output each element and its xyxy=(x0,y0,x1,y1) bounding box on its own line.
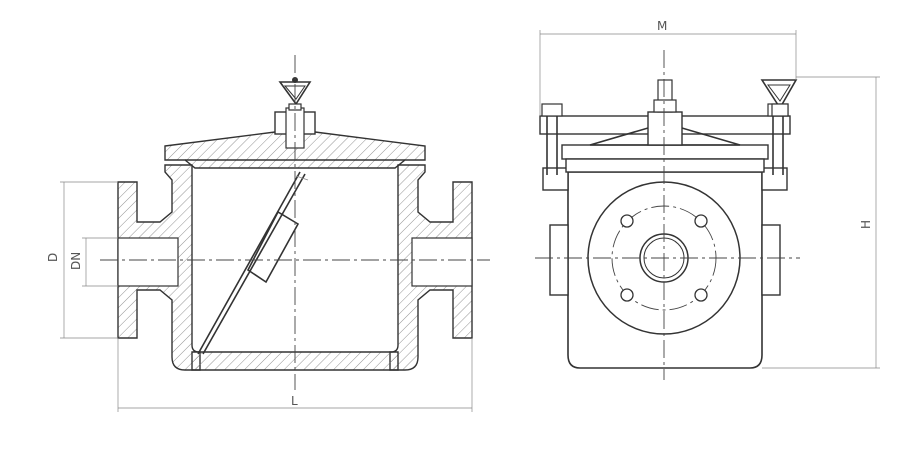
label-D: D xyxy=(46,253,60,262)
label-L: L xyxy=(291,394,298,408)
bolt-hole xyxy=(620,288,634,302)
dimension-DN: DN xyxy=(69,237,118,287)
section-view: D DN L xyxy=(46,55,490,412)
center-stud-nut xyxy=(653,99,677,113)
right-side-boss xyxy=(761,224,781,296)
outlet-bore xyxy=(411,237,473,287)
dimension-D: D xyxy=(46,181,118,339)
bolt-hole xyxy=(620,214,634,228)
left-side-boss xyxy=(549,224,569,296)
left-shoulder xyxy=(542,167,569,191)
cover-lower-plate xyxy=(565,158,765,173)
cover-plate xyxy=(561,144,769,160)
left-bolt xyxy=(541,103,563,175)
right-shoulder xyxy=(761,167,788,191)
top-boss xyxy=(647,111,683,146)
dimension-M: M xyxy=(539,19,797,116)
label-M: M xyxy=(657,19,667,33)
inlet-bore xyxy=(117,237,179,287)
bolt-hole xyxy=(694,214,708,228)
dimension-H: H xyxy=(762,76,880,369)
end-lifting-eye-icon xyxy=(760,79,798,117)
housing xyxy=(567,171,763,369)
dimension-L: L xyxy=(117,338,473,412)
bolt-hole xyxy=(694,288,708,302)
label-H: H xyxy=(859,220,873,229)
label-DN: DN xyxy=(69,252,83,270)
inclined-screen xyxy=(197,171,309,355)
end-view: M H xyxy=(535,19,880,380)
